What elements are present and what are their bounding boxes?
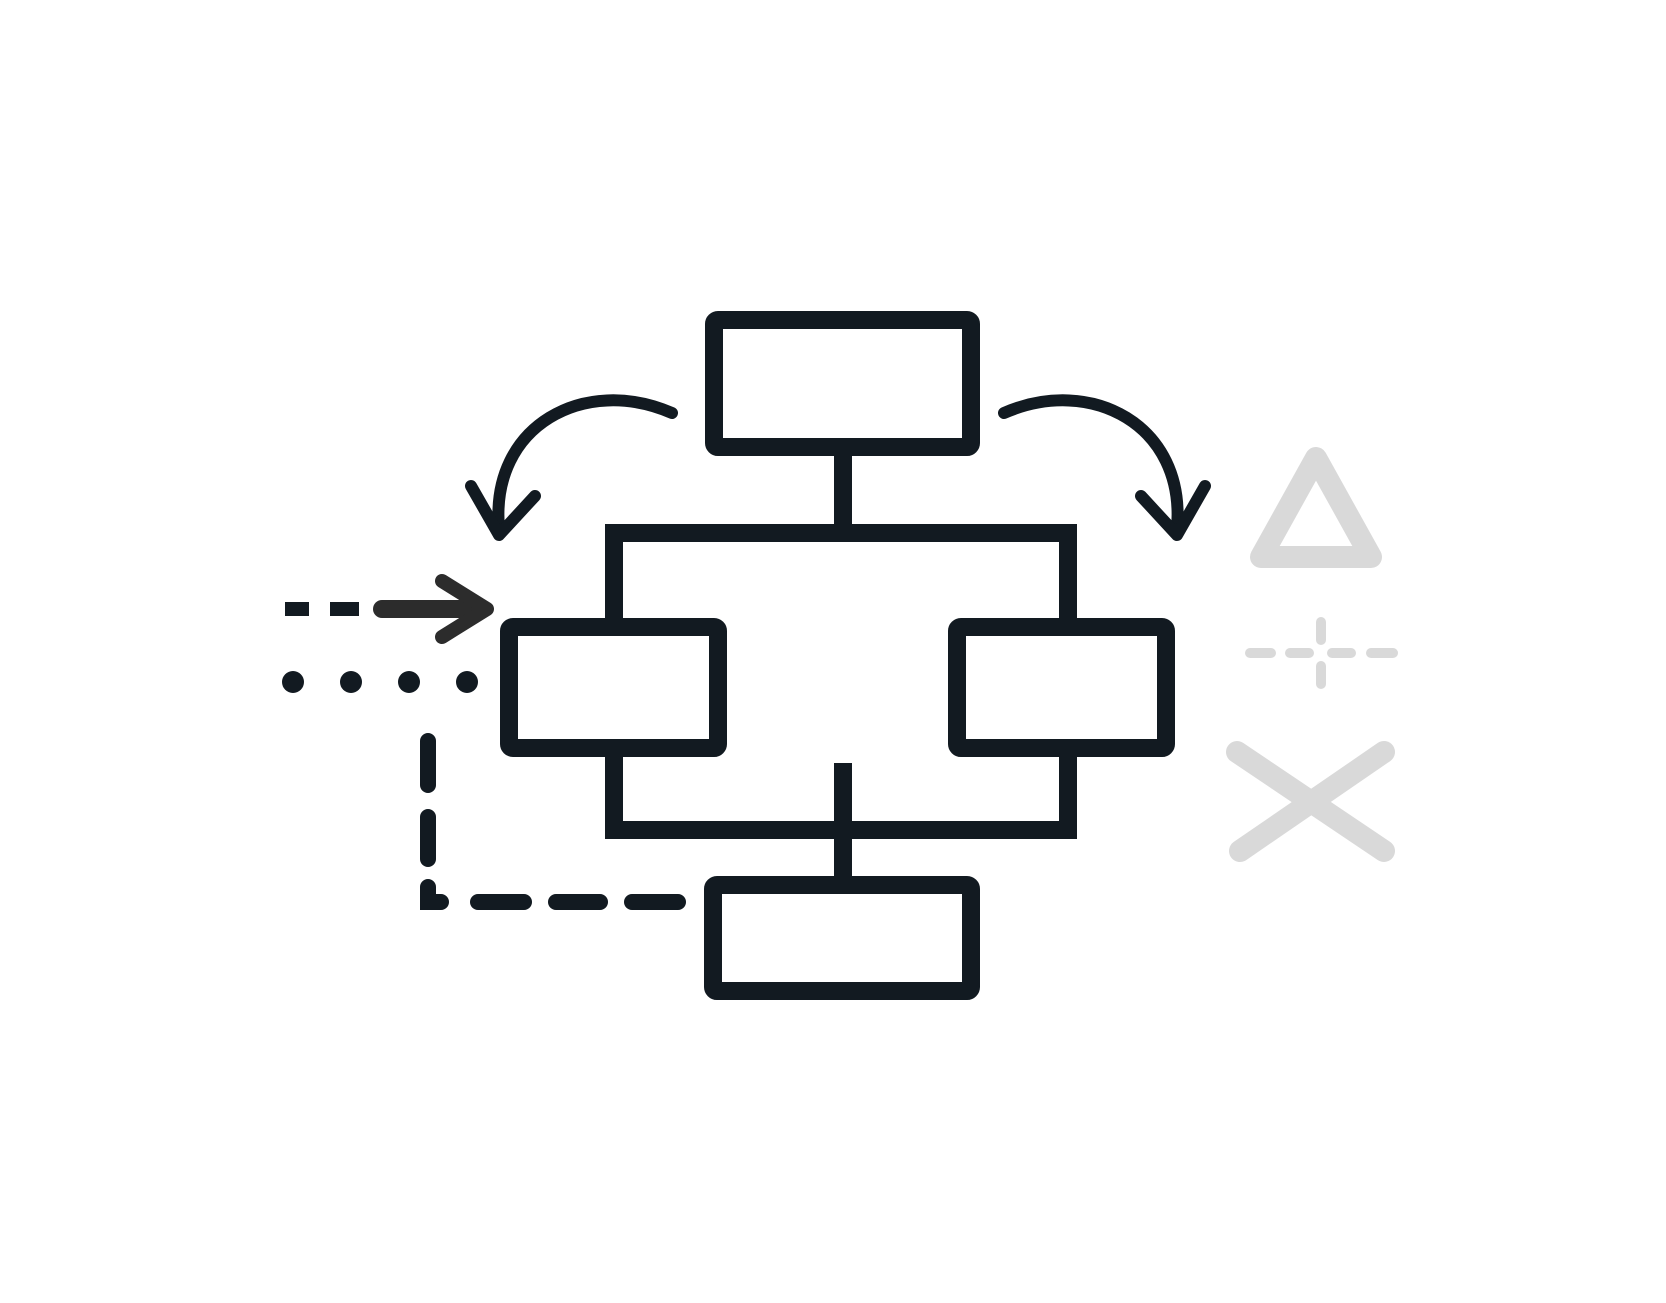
flowchart-node-right (948, 618, 1175, 757)
muted-symbols (1226, 447, 1398, 862)
crosshair-icon (1245, 617, 1398, 689)
connector-upper-bracket (605, 524, 1077, 627)
flowchart-node-left (500, 618, 727, 757)
flowchart-node-top (705, 311, 980, 456)
dotted-line-icon (282, 671, 478, 693)
dashed-elbow-line-icon (420, 733, 686, 910)
flowchart-node-bottom (704, 876, 980, 1000)
x-icon (1226, 741, 1395, 862)
curved-arrow-left-icon (465, 394, 678, 541)
line-samples (282, 574, 686, 910)
curved-arrows (465, 394, 1211, 541)
curved-arrow-right-icon (998, 394, 1211, 541)
triangle-icon (1250, 447, 1382, 568)
flowchart-group (500, 311, 1175, 1000)
dashed-arrow-icon (285, 574, 494, 644)
